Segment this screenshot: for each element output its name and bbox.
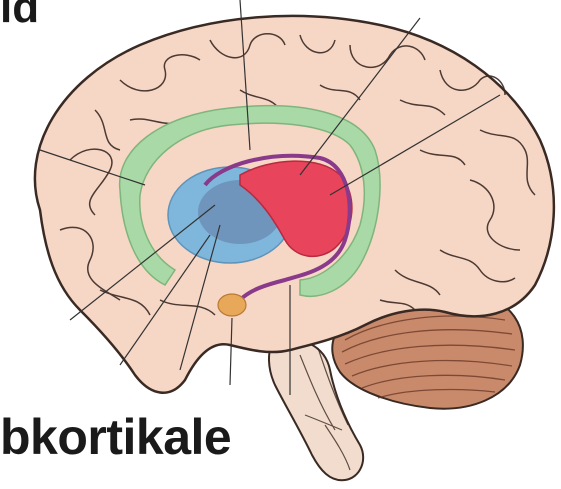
mammillary-body: [218, 294, 246, 316]
caption-label: bkortikale: [0, 412, 231, 462]
title-fragment: ld: [0, 0, 39, 30]
